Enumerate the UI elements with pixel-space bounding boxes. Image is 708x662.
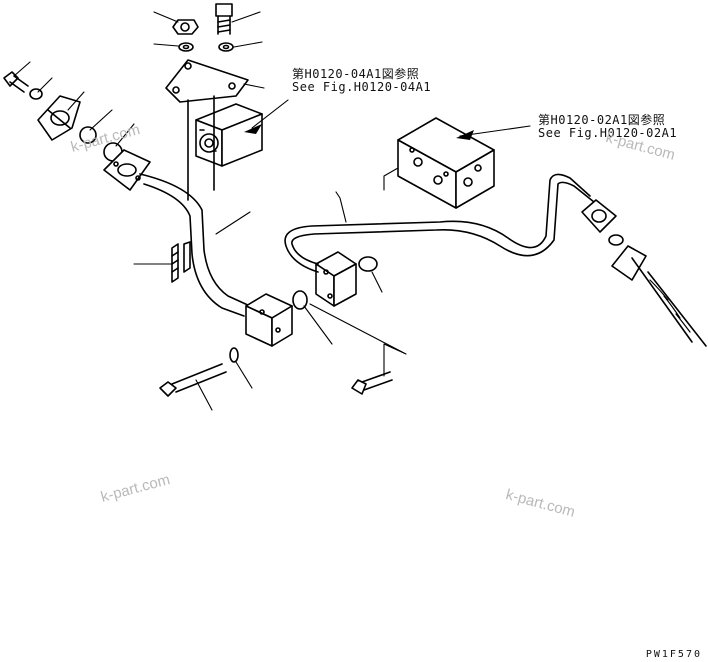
manifold-block xyxy=(397,117,495,209)
clip xyxy=(171,241,191,283)
valve-block xyxy=(195,103,263,167)
o-ring-far-right xyxy=(608,234,624,246)
bolt-left xyxy=(3,71,29,93)
block-left xyxy=(245,293,293,347)
washer-top-left xyxy=(178,42,194,52)
reference-label-1-en: See Fig.H0120-04A1 xyxy=(292,80,432,94)
flange-right xyxy=(581,199,617,233)
bolt-flanged xyxy=(351,371,393,395)
drawing-code: PW1F570 xyxy=(645,649,702,660)
block-right xyxy=(315,251,357,307)
reference-label-2-en: See Fig.H0120-02A1 xyxy=(538,126,678,140)
o-ring-right xyxy=(358,256,378,272)
tube-middle xyxy=(284,173,595,273)
o-ring-left-1 xyxy=(79,126,97,144)
split-flange xyxy=(37,95,81,141)
hose xyxy=(611,245,707,347)
nut-top xyxy=(172,19,199,35)
bolt-long xyxy=(159,363,227,397)
flange-left xyxy=(103,149,151,191)
reference-label-1-jp: 第H0120-04A1図参照 xyxy=(292,67,420,81)
tube-left xyxy=(139,173,251,317)
reference-label-2-jp: 第H0120-02A1図参照 xyxy=(538,113,666,127)
washer-top-right xyxy=(218,42,234,52)
o-ring-middle xyxy=(292,290,308,310)
washer-bottom xyxy=(229,347,239,363)
bracket xyxy=(165,59,249,103)
bolt-top xyxy=(215,3,233,35)
washer-left xyxy=(29,88,43,100)
